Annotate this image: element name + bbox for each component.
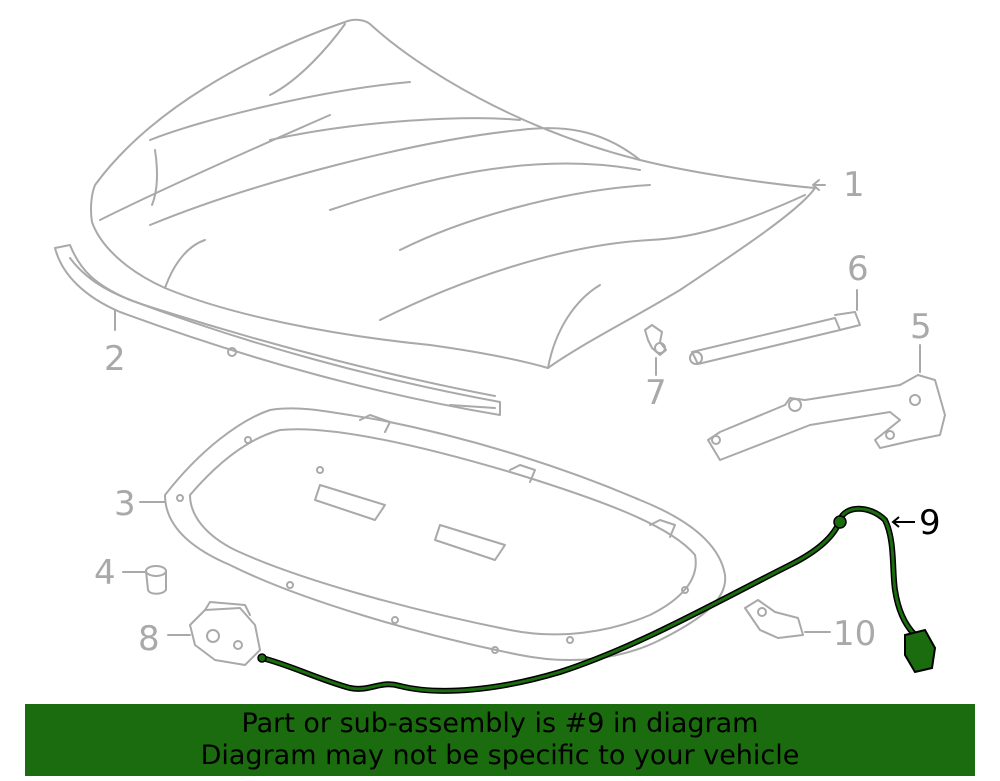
hood-panel <box>90 18 816 369</box>
notice-banner: Part or sub-assembly is #9 in diagram Di… <box>25 704 975 776</box>
callout-8: 8 <box>138 619 160 659</box>
callout-6: 6 <box>847 249 869 289</box>
hood-strut <box>689 289 861 365</box>
callout-9: 9 <box>919 503 941 543</box>
hood-latch <box>167 601 261 666</box>
callout-4: 4 <box>94 553 116 593</box>
callout-2: 2 <box>104 339 126 379</box>
notice-line-2: Diagram may not be specific to your vehi… <box>200 740 800 771</box>
callout-10: 10 <box>833 614 876 654</box>
callout-7: 7 <box>645 373 667 413</box>
hood-insulator <box>139 407 727 661</box>
hood-bumper <box>122 565 167 595</box>
callout-5: 5 <box>910 307 932 347</box>
ball-stud <box>644 324 667 376</box>
hood-hinge <box>707 344 946 461</box>
callout-1: 1 <box>843 165 865 205</box>
hood-release-cable <box>257 505 937 694</box>
callout-3: 3 <box>114 484 136 524</box>
hood-seal-strip <box>54 244 501 416</box>
cable-bracket <box>744 599 831 639</box>
notice-line-1: Part or sub-assembly is #9 in diagram <box>241 708 759 739</box>
